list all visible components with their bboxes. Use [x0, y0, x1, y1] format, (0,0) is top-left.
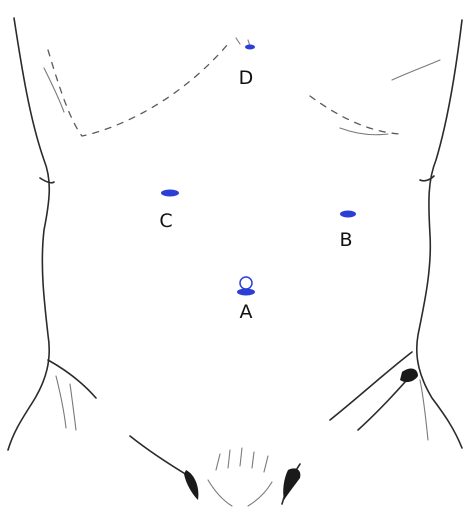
port-marker-c — [161, 190, 179, 197]
right-groin-shadow — [283, 468, 300, 500]
port-label-b: B — [339, 229, 352, 251]
port-label-d: D — [239, 67, 254, 89]
port-label-a: A — [240, 301, 253, 323]
left-groin-shadow — [184, 470, 198, 500]
port-marker-a-ring — [240, 277, 252, 289]
torso-right-contour — [417, 20, 462, 448]
left-costal-margin — [48, 44, 228, 136]
left-groin-line — [130, 436, 192, 478]
port-label-c: C — [159, 210, 172, 232]
pubic-hair-marks — [208, 448, 272, 506]
torso-left-inner-line — [40, 178, 54, 183]
torso-left-contour — [8, 18, 49, 450]
right-costal-margin — [310, 96, 400, 134]
port-marker-a — [237, 289, 255, 296]
left-hip-shading — [56, 376, 76, 430]
port-marker-d — [245, 45, 255, 50]
right-inguinal-line-1 — [330, 352, 412, 420]
port-marker-b — [340, 211, 356, 218]
right-costal-upper — [392, 60, 440, 80]
right-inguinal-shadow — [400, 369, 418, 383]
left-hip-line — [48, 360, 96, 398]
